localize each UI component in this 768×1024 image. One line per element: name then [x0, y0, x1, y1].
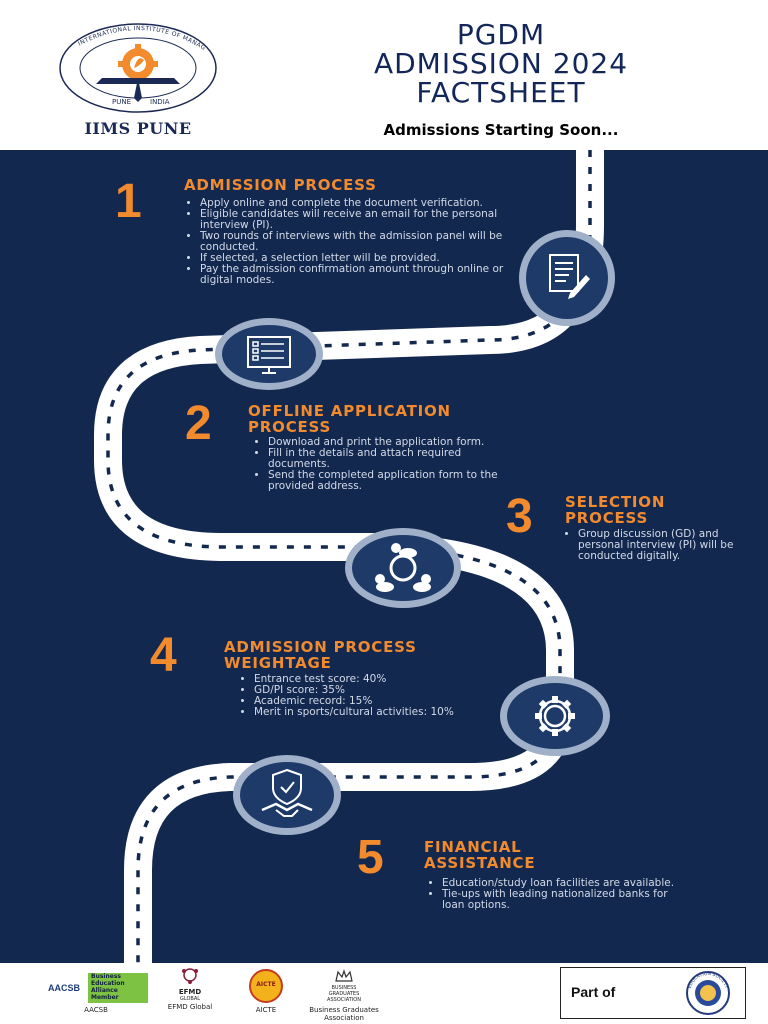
step-2-number: 2	[185, 397, 212, 450]
list-item: Group discussion (GD) and personal inter…	[578, 529, 753, 562]
step-3-bullets: Group discussion (GD) and personal inter…	[564, 529, 753, 562]
aicte-mark: AICTE	[256, 981, 276, 988]
page-title: PGDM ADMISSION 2024 FACTSHEET	[262, 20, 740, 107]
aacsb-caption: AACSB	[84, 1006, 108, 1014]
step-3-title: SELECTION PROCESS	[565, 494, 665, 526]
list-item: Apply online and complete the document v…	[200, 198, 520, 209]
list-item: Eligible candidates will receive an emai…	[200, 209, 520, 231]
step-1-number: 1	[115, 175, 142, 228]
aicte-caption: AICTE	[255, 1006, 277, 1014]
title-line-1: PGDM	[456, 18, 546, 51]
list-item: Academic record: 15%	[254, 696, 504, 707]
aicte-badge: AICTE AICTE	[238, 969, 294, 1014]
handshake-shield-icon	[261, 768, 313, 817]
step-5-title-line-1: FINANCIAL	[424, 838, 522, 856]
efmd-badge: EFMD GLOBAL EFMD Global	[160, 967, 220, 1011]
group-discussion-icon	[375, 543, 431, 592]
step-2-title-line-2: PROCESS	[248, 418, 332, 436]
step-2-bullets: Download and print the application form.…	[254, 437, 498, 492]
step-4-title: ADMISSION PROCESS WEIGHTAGE	[224, 639, 417, 671]
step-3-title-line-2: PROCESS	[565, 509, 649, 527]
list-item: Download and print the application form.	[268, 437, 498, 448]
list-item: Fill in the details and attach required …	[268, 448, 498, 470]
aacsb-logo: AACSB Business Education Alliance Member	[40, 973, 152, 1003]
list-item: If selected, a selection letter will be …	[200, 253, 520, 264]
step-5-icon-badge	[233, 755, 341, 835]
efmd-mark: EFMD	[178, 988, 202, 996]
title-line-3: FACTSHEET	[416, 76, 586, 109]
part-of-label: Part of	[571, 984, 616, 1000]
education-society-seal-icon: EDUCATION SOCIETY	[686, 971, 730, 1015]
page-subtitle: Admissions Starting Soon...	[383, 121, 619, 139]
step-3-icon-badge	[345, 528, 461, 608]
iims-emblem-icon: INTERNATIONAL INSTITUTE OF MANAGEMENT ST…	[49, 15, 217, 113]
svg-text:INDIA: INDIA	[150, 98, 170, 106]
step-4-number: 4	[150, 629, 177, 682]
list-item: GD/PI score: 35%	[254, 685, 504, 696]
list-item: Send the completed application form to t…	[268, 470, 498, 492]
step-2-title-line-1: OFFLINE APPLICATION	[248, 402, 451, 420]
step-1-icon-badge	[519, 230, 615, 326]
aacsb-sub-line: Business	[91, 973, 121, 980]
step-1-bullets: Apply online and complete the document v…	[186, 198, 520, 286]
aacsb-mark: AACSB	[47, 983, 80, 993]
footer: AACSB Business Education Alliance Member…	[0, 963, 768, 1024]
factsheet-panel: 1 ADMISSION PROCESS Apply online and com…	[0, 150, 768, 963]
monitor-form-icon	[247, 336, 291, 374]
aacsb-sub-line: Education	[91, 980, 125, 987]
step-5-title: FINANCIAL ASSISTANCE	[424, 839, 535, 871]
efmd-caption: EFMD Global	[167, 1003, 213, 1011]
header: INTERNATIONAL INSTITUTE OF MANAGEMENT ST…	[0, 0, 768, 150]
list-item: Pay the admission confirmation amount th…	[200, 264, 520, 286]
step-4-bullets: Entrance test score: 40% GD/PI score: 35…	[240, 674, 504, 718]
crown-icon	[335, 969, 353, 982]
bga-badge: BUSINESS GRADUATES ASSOCIATION Business …	[308, 969, 380, 1022]
list-item: Merit in sports/cultural activities: 10%	[254, 707, 504, 718]
title-line-2: ADMISSION 2024	[373, 47, 629, 80]
step-4-icon-badge	[500, 676, 610, 756]
step-2-icon-badge	[215, 318, 323, 390]
step-2-title: OFFLINE APPLICATION PROCESS	[248, 403, 451, 435]
step-4-title-line-1: ADMISSION PROCESS	[224, 638, 417, 656]
bga-mark: BUSINESS GRADUATES ASSOCIATION	[327, 985, 361, 1003]
efmd-molecule-icon	[182, 968, 198, 984]
svg-text:PUNE: PUNE	[112, 98, 131, 106]
step-1-title: ADMISSION PROCESS	[184, 176, 377, 194]
gear-icon	[535, 696, 575, 736]
document-pen-icon	[549, 254, 590, 299]
list-item: Two rounds of interviews with the admiss…	[200, 231, 520, 253]
list-item: Entrance test score: 40%	[254, 674, 504, 685]
part-of-box: Part of EDUCATION SOCIETY	[560, 967, 746, 1019]
aacsb-alliance-box: Business Education Alliance Member	[88, 973, 148, 1003]
aacsb-sub-line: Member	[91, 994, 119, 1001]
step-5-number: 5	[357, 831, 384, 884]
list-item: Tie-ups with leading nationalized banks …	[442, 889, 687, 911]
efmd-sub: GLOBAL	[179, 996, 201, 1002]
step-3-title-line-1: SELECTION	[565, 493, 666, 511]
iims-pune-logo: INTERNATIONAL INSTITUTE OF MANAGEMENT ST…	[49, 15, 224, 140]
logo-name: IIMS PUNE	[84, 119, 192, 138]
step-5-title-line-2: ASSISTANCE	[424, 854, 536, 872]
aicte-seal-icon: AICTE	[249, 969, 283, 1003]
list-item: Education/study loan facilities are avai…	[442, 878, 687, 889]
aacsb-badge: AACSB Business Education Alliance Member…	[40, 973, 152, 1014]
step-4-title-line-2: WEIGHTAGE	[224, 654, 332, 672]
aacsb-sub-line: Alliance	[91, 987, 118, 994]
step-3-number: 3	[506, 490, 533, 543]
step-5-bullets: Education/study loan facilities are avai…	[428, 878, 687, 911]
bga-caption: Business Graduates Association	[309, 1006, 379, 1022]
